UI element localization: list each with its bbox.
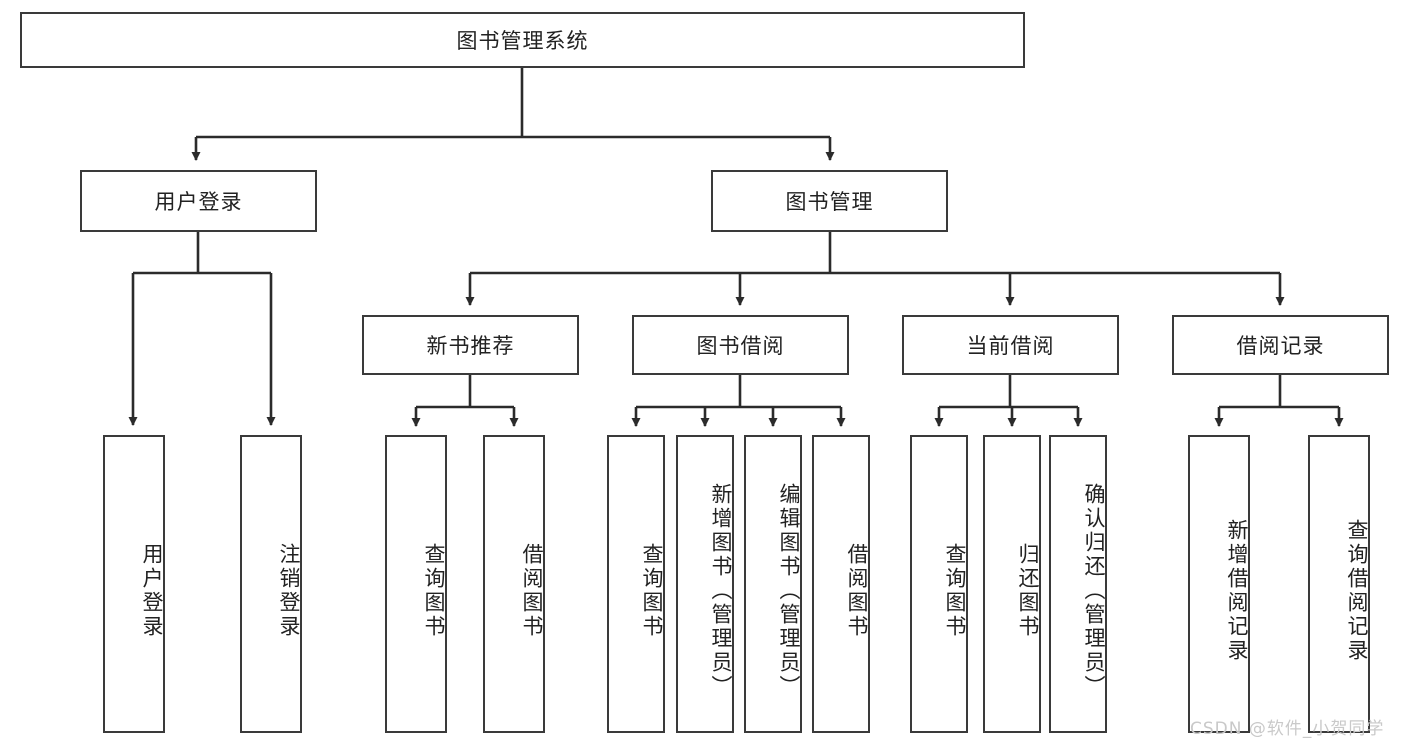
node-leaf-edit-book-admin-label: 编辑图书（管理员） <box>777 483 801 699</box>
watermark: CSDN @软件_小贺同学 <box>1190 719 1385 739</box>
node-new-book-recommend[interactable]: 新书推荐 <box>362 315 579 375</box>
node-leaf-confirm-return-label: 确认归还（管理员） <box>1082 483 1106 699</box>
node-leaf-query-book-3-label: 查询图书 <box>943 543 967 639</box>
node-leaf-add-book-admin-label: 新增图书（管理员） <box>709 483 733 699</box>
node-leaf-return-book-label: 归还图书 <box>1016 543 1040 639</box>
node-leaf-return-book[interactable]: 归还图书 <box>983 435 1041 733</box>
node-leaf-query-borrow-record-label: 查询借阅记录 <box>1345 519 1369 663</box>
node-borrow-record-label: 借阅记录 <box>1236 334 1325 358</box>
node-user-login[interactable]: 用户登录 <box>80 170 317 232</box>
node-leaf-borrow-book-1-label: 借阅图书 <box>520 543 544 639</box>
node-book-borrow[interactable]: 图书借阅 <box>632 315 849 375</box>
node-leaf-query-borrow-record[interactable]: 查询借阅记录 <box>1308 435 1370 733</box>
node-leaf-add-borrow-record[interactable]: 新增借阅记录 <box>1188 435 1250 733</box>
node-book-manage[interactable]: 图书管理 <box>711 170 948 232</box>
node-leaf-query-book-3[interactable]: 查询图书 <box>910 435 968 733</box>
node-leaf-query-book-1-label: 查询图书 <box>422 543 446 639</box>
node-leaf-borrow-book-2-label: 借阅图书 <box>845 543 869 639</box>
node-leaf-confirm-return[interactable]: 确认归还（管理员） <box>1049 435 1107 733</box>
node-leaf-query-book-2[interactable]: 查询图书 <box>607 435 665 733</box>
node-borrow-record[interactable]: 借阅记录 <box>1172 315 1389 375</box>
node-root[interactable]: 图书管理系统 <box>20 12 1025 68</box>
node-current-borrow-label: 当前借阅 <box>966 334 1055 358</box>
node-leaf-borrow-book-1[interactable]: 借阅图书 <box>483 435 545 733</box>
node-leaf-logout-login-label: 注销登录 <box>277 543 301 639</box>
node-root-label: 图书管理系统 <box>456 29 589 53</box>
node-leaf-user-login-label: 用户登录 <box>140 543 164 639</box>
node-leaf-borrow-book-2[interactable]: 借阅图书 <box>812 435 870 733</box>
node-book-manage-label: 图书管理 <box>785 190 874 214</box>
node-current-borrow[interactable]: 当前借阅 <box>902 315 1119 375</box>
node-leaf-add-borrow-record-label: 新增借阅记录 <box>1225 519 1249 663</box>
node-book-borrow-label: 图书借阅 <box>696 334 785 358</box>
node-leaf-logout-login[interactable]: 注销登录 <box>240 435 302 733</box>
node-leaf-query-book-2-label: 查询图书 <box>640 543 664 639</box>
node-leaf-user-login[interactable]: 用户登录 <box>103 435 165 733</box>
node-leaf-add-book-admin[interactable]: 新增图书（管理员） <box>676 435 734 733</box>
node-user-login-label: 用户登录 <box>154 190 243 214</box>
node-leaf-query-book-1[interactable]: 查询图书 <box>385 435 447 733</box>
node-leaf-edit-book-admin[interactable]: 编辑图书（管理员） <box>744 435 802 733</box>
node-new-book-recommend-label: 新书推荐 <box>426 334 515 358</box>
